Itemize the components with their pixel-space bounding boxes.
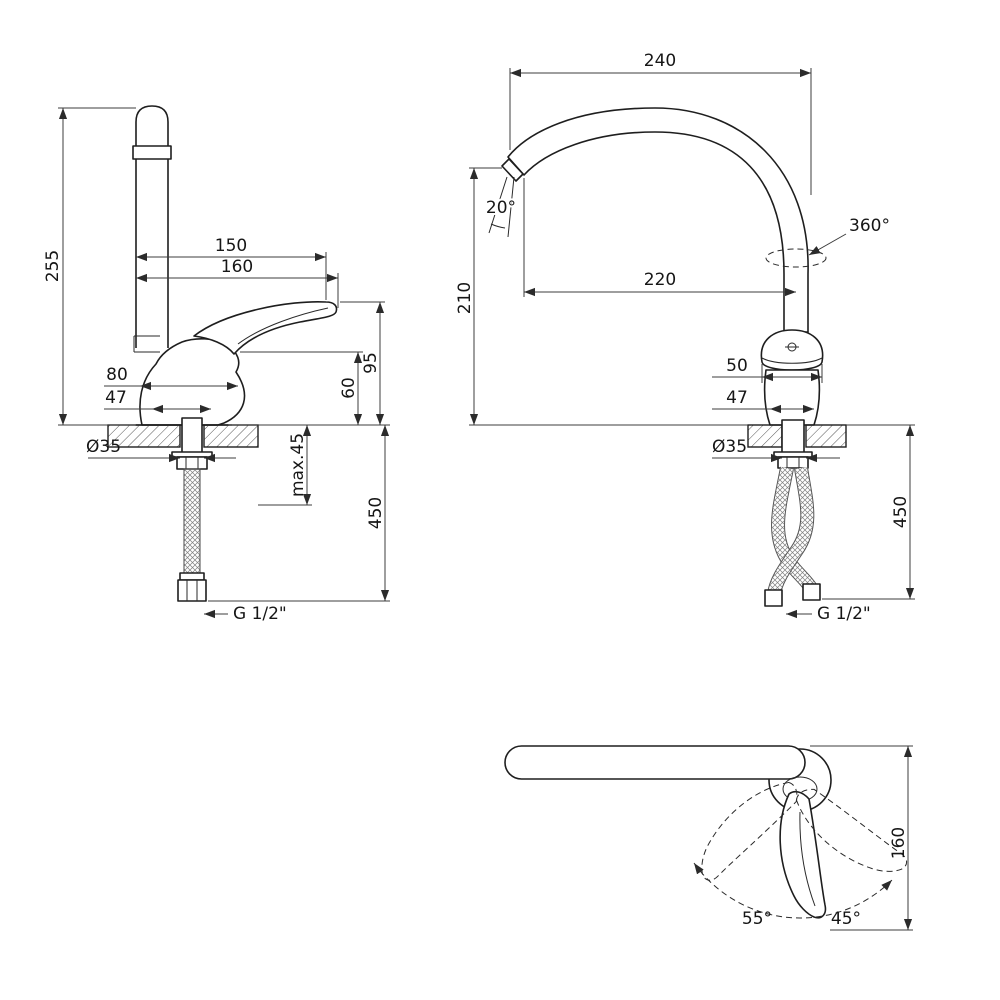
dim-thread: G 1/2" [233,604,287,624]
dim-reach-axis: 220 [644,270,676,290]
dim-hose-length: 450 [891,496,911,528]
handle-cap [760,329,824,371]
mounting-nut-facets [786,457,800,468]
dim-hole-diameter: Ø35 [86,437,121,457]
countertop-right [203,424,259,448]
front-view: 240 210 220 20° 360° 50 47 [455,51,915,624]
spout-collar [132,145,172,160]
dim-swing-right: 45° [831,909,861,929]
threaded-shank [181,417,203,455]
dim-spray-angle: 20° [486,198,516,218]
handle-lever-edge [237,307,329,345]
mounting-nut [176,456,208,470]
left-view-object [107,105,338,602]
top-view-object [504,745,911,919]
flex-hose-b [767,466,815,596]
dim-overall-length: 160 [889,827,909,859]
threaded-shank [781,419,805,455]
connection-nut [177,579,207,602]
dim-body-width: 50 [726,356,748,376]
front-body [763,369,821,426]
countertop-right [805,424,847,448]
dim-spout-reach: 240 [644,51,676,71]
dim-hole-diameter: Ø35 [712,437,747,457]
dim-base-width: 47 [726,388,748,408]
dim-reach-inner: 150 [215,236,247,256]
dim-max-deck: max.45 [288,433,308,497]
left-side-view: 255 150 160 95 60 80 47 Ø [43,105,390,624]
hose-fitting-right [802,583,821,601]
dim-swivel-angle: 360° [849,216,890,236]
dim-base-width: 47 [105,388,127,408]
dim-spout-height: 210 [455,282,475,314]
front-view-object [501,107,847,607]
supply-hose [183,468,201,574]
aerator-nozzle [501,158,524,182]
spout-top [504,745,806,780]
hose-fitting-left [764,589,783,607]
dim-hose-length: 450 [366,497,386,529]
spout-outlet [133,335,160,353]
high-arc-spout [507,107,809,333]
dim-swing-left: 55° [742,909,772,929]
spout-column [135,105,169,348]
dim-outlet-height: 60 [339,377,359,399]
hose-collar [179,572,205,581]
dim-total-height: 255 [43,250,63,282]
connection-nut-facets [186,580,198,601]
top-view-dimensions: 55° 45° 160 [693,745,913,931]
dim-handle-height: 95 [361,352,381,374]
dim-thread: G 1/2" [817,604,871,624]
left-view-dimensions: 255 150 160 95 60 80 47 Ø [43,107,390,624]
handle-cap-edge [761,357,823,364]
top-view: 55° 45° 160 [504,745,913,931]
dim-reach-outer: 160 [221,257,253,277]
front-view-dimensions: 240 210 220 20° 360° 50 47 [455,51,915,624]
countertop-left [747,424,783,448]
mounting-nut [777,456,809,469]
countertop-left [107,424,181,448]
swivel-ellipse [765,248,827,268]
dim-body-width: 80 [106,365,128,385]
mounting-nut-facets [185,457,199,469]
